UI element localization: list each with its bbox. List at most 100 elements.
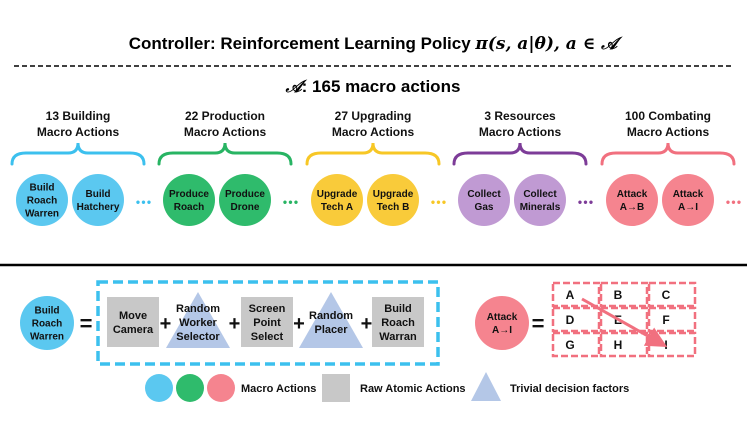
triangle-shape [166, 292, 230, 348]
attack-arrow [581, 297, 668, 347]
macro-action-label: Tech A [321, 202, 353, 213]
macro-action-label: Warren [30, 332, 64, 343]
grid-cell [551, 306, 601, 333]
grid-cell [599, 306, 649, 333]
grid-cell [551, 281, 601, 308]
legend-label: Macro Actions [241, 383, 316, 395]
grid-cell-label: F [662, 313, 669, 327]
legend-label: Trivial decision factors [510, 383, 629, 395]
macro-action-label: A→I [678, 202, 698, 213]
title-prefix: Controller: Reinforcement Learning Polic… [129, 34, 476, 53]
legend-triangle-swatch [471, 372, 501, 401]
equals-sign: = [532, 311, 545, 336]
legend-circle-swatch [207, 374, 235, 402]
grid-cell-label: G [565, 338, 574, 352]
grid-cell [647, 331, 697, 358]
ellipsis-dots: • • • [726, 195, 741, 209]
macro-action-label: Tech B [377, 202, 410, 213]
macro-action-circle [20, 296, 74, 350]
element-label: Placer [314, 324, 348, 336]
grid-cell-label: C [662, 288, 671, 302]
legend-label: Raw Atomic Actions [360, 383, 466, 395]
grid-cell-label: H [614, 338, 623, 352]
macro-action-label: A→B [620, 202, 644, 213]
decomposition-box [96, 280, 440, 366]
macro-action-label: Warren [25, 209, 59, 220]
grid-cell [647, 281, 697, 308]
macro-action-label: Collect [523, 189, 557, 200]
element-label: Select [251, 331, 284, 343]
circle-shape [458, 174, 510, 226]
group-title-line1: 27 Upgrading [335, 109, 412, 123]
legend-square-swatch [322, 374, 350, 402]
group-title-line1: 22 Production [185, 109, 265, 123]
macro-action-label: Collect [467, 189, 501, 200]
macro-action-label: Build [35, 306, 60, 317]
grid-cell [647, 306, 697, 333]
group-title-line2: Macro Actions [479, 125, 562, 139]
circle-shape [219, 174, 271, 226]
macro-action-label: Produce [225, 189, 265, 200]
element-label: Random [176, 303, 220, 315]
action-space-count: : 165 macro actions [302, 77, 461, 96]
macro-action-label: Roach [32, 319, 63, 330]
equals-sign: = [80, 311, 93, 336]
square-shape [372, 297, 424, 347]
legend-raw-atomic: Raw Atomic Actions [322, 374, 466, 402]
macro-action-label: Roach [174, 202, 205, 213]
legend-circle-swatch [176, 374, 204, 402]
group-title-line1: 3 Resources [484, 109, 556, 123]
group-title-line2: Macro Actions [332, 125, 415, 139]
element-label: Camera [113, 324, 154, 336]
build-decomposition: BuildRoachWarren=MoveCamera+RandomWorker… [20, 280, 440, 366]
macro-action-label: Attack [487, 312, 518, 323]
circle-shape [16, 174, 68, 226]
grid-cell-label: I [664, 338, 667, 352]
group-brace [600, 142, 736, 166]
element-label: Build [384, 303, 412, 315]
element-label: Move [119, 310, 147, 322]
plus-sign: + [160, 313, 172, 335]
legend-circle-swatch [145, 374, 173, 402]
group-title-line2: Macro Actions [37, 125, 120, 139]
legend-macro-actions: Macro Actions [145, 374, 316, 402]
element-label: Warran [379, 331, 417, 343]
group-title-line1: 13 Building [46, 109, 111, 123]
title-group: Controller: Reinforcement Learning Polic… [14, 34, 733, 97]
macro-action-label: Produce [169, 189, 209, 200]
element-label: Random [309, 310, 353, 322]
element-label: Screen [249, 303, 286, 315]
grid-cell-label: D [566, 313, 575, 327]
plus-sign: + [293, 313, 305, 335]
macro-action-circle [475, 296, 529, 350]
element-label: Worker [179, 317, 217, 329]
macro-action-label: Gas [475, 202, 494, 213]
macro-action-label: Drone [231, 202, 260, 213]
plus-sign: + [229, 313, 241, 335]
legend: Macro Actions Raw Atomic Actions Trivial d… [145, 372, 629, 402]
square-shape [241, 297, 293, 347]
grid-cell-label: A [566, 288, 575, 302]
group-brace [452, 142, 588, 166]
macro-action-label: Minerals [520, 202, 561, 213]
group-title-line2: Macro Actions [627, 125, 710, 139]
ellipsis-dots: • • • [136, 195, 151, 209]
square-shape [107, 297, 159, 347]
